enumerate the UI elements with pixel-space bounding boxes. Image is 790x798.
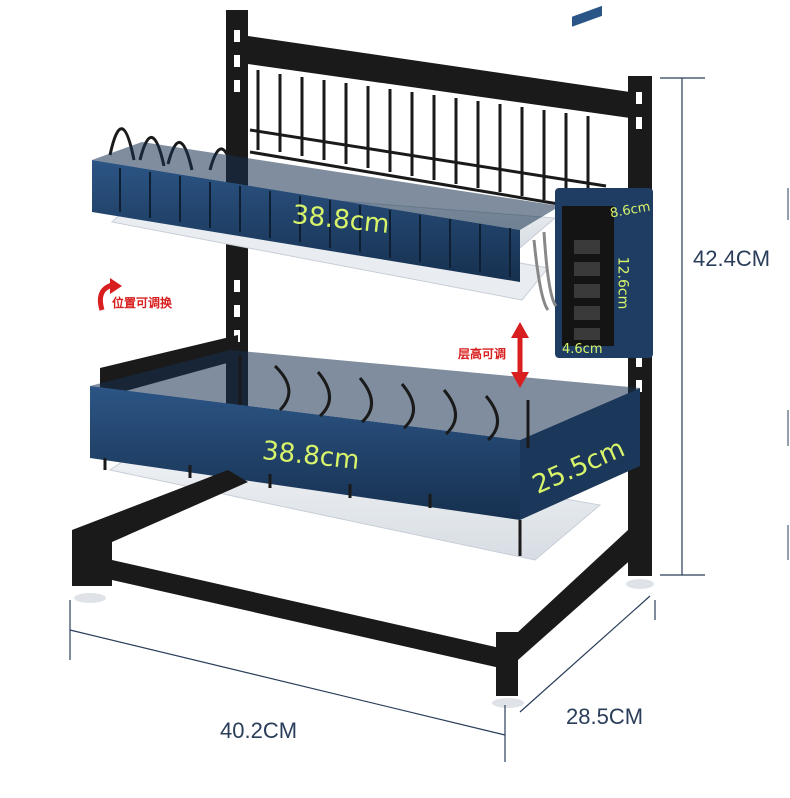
lower-shelf — [90, 350, 640, 556]
dimension-lines — [69, 77, 705, 762]
height-dimension: 42.4CM — [693, 246, 771, 271]
position-swap-arrow-icon — [97, 278, 122, 311]
utensil-holder — [532, 5, 653, 358]
position-swap-label: 位置可调换 — [112, 296, 173, 310]
height-adjust-label: 层高可调 — [458, 347, 507, 361]
holder-side-label: 12.6cm — [614, 256, 631, 310]
width-dimension: 40.2CM — [220, 718, 298, 743]
holder-bottom-label: 4.6cm — [562, 342, 603, 357]
frame-top-bar — [248, 36, 630, 118]
base-frame — [72, 470, 654, 708]
height-adjust-arrow-icon — [511, 322, 529, 388]
depth-dimension: 28.5CM — [566, 704, 644, 729]
upper-shelf — [92, 142, 560, 282]
